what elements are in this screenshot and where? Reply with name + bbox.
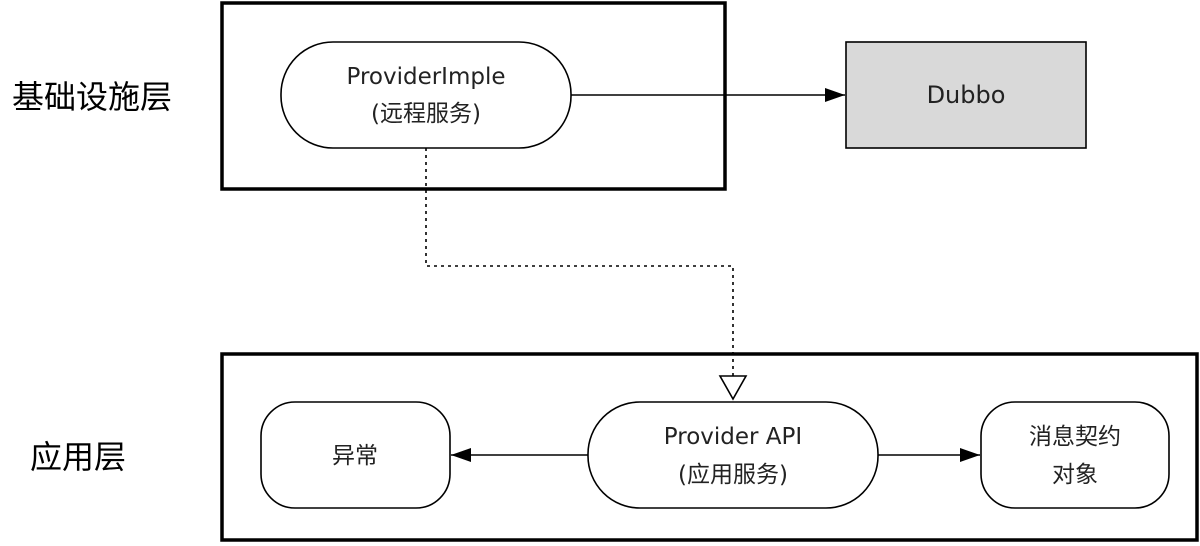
dubbo-node[interactable] [845,41,1087,149]
realization-dotted-line [425,148,734,376]
exception-label: 异常 [332,443,378,469]
provider-impl-title: ProviderImple [346,64,505,90]
provider-api-subtitle: (应用服务) [678,462,788,488]
provider-api-title: Provider API [664,424,802,450]
message-contract-line2: 对象 [1052,462,1098,488]
layer-label-application: 应用层 [30,438,126,476]
application-layer-frame [220,352,1199,542]
layer-label-infrastructure: 基础设施层 [12,78,172,116]
exception-node[interactable] [260,401,451,509]
message-contract-node[interactable] [980,401,1170,509]
infrastructure-layer-frame [220,1,727,191]
dubbo-label: Dubbo [927,81,1006,109]
message-contract-line1: 消息契约 [1029,424,1121,450]
realization-hollow-arrowhead [718,375,748,401]
provider-impl-node[interactable] [280,41,572,149]
provider-impl-subtitle: (远程服务) [371,101,481,127]
provider-api-node[interactable] [587,401,879,509]
